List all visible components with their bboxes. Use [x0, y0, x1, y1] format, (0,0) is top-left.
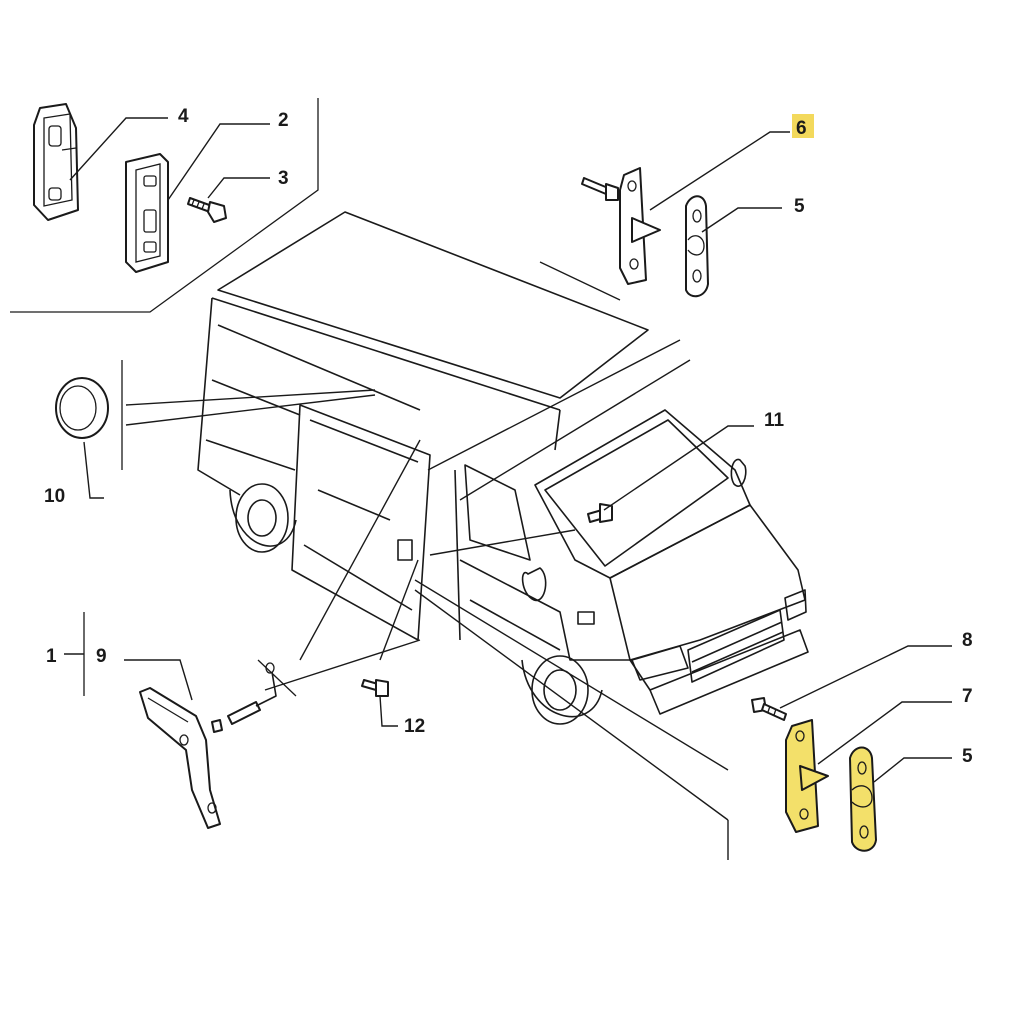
callout-5-top: 5 — [794, 196, 805, 217]
callout-4: 4 — [178, 106, 189, 127]
part-11-bolt — [587, 503, 613, 523]
callout-labels: 1 2 3 4 5 5 6 7 8 9 10 11 12 — [44, 106, 973, 767]
part-6-bracket — [619, 167, 661, 285]
label-6-highlight — [792, 114, 814, 138]
part-8-bolt — [751, 697, 787, 721]
part-12-bolt — [361, 679, 389, 697]
part-9-hinge-bracket — [139, 687, 223, 829]
callout-6: 6 — [796, 118, 807, 139]
part-cable-rod — [227, 659, 297, 725]
callout-1: 1 — [46, 646, 57, 667]
part-10-round-cap — [55, 377, 109, 439]
leader-lines — [125, 339, 729, 860]
callout-leaders — [64, 117, 952, 783]
part-5-striker-plate-top — [685, 195, 709, 298]
part-7-bracket-highlighted — [785, 719, 829, 833]
van-illustration — [197, 211, 809, 725]
section-dividers — [10, 98, 621, 696]
callout-5-bottom: 5 — [962, 746, 973, 767]
callout-2: 2 — [278, 110, 289, 131]
callout-11: 11 — [764, 410, 785, 431]
callout-8: 8 — [962, 630, 973, 651]
part-3-bolt — [187, 197, 227, 223]
callout-12: 12 — [404, 716, 425, 737]
part-6-bolt — [581, 177, 619, 201]
callout-3: 3 — [278, 168, 289, 189]
part-2-plate — [125, 153, 169, 273]
part-5-striker-plate-highlighted — [849, 746, 877, 852]
callout-9: 9 — [96, 646, 107, 667]
part-4-striker-housing — [33, 103, 79, 221]
callout-10: 10 — [44, 486, 65, 507]
callout-7: 7 — [962, 686, 973, 707]
